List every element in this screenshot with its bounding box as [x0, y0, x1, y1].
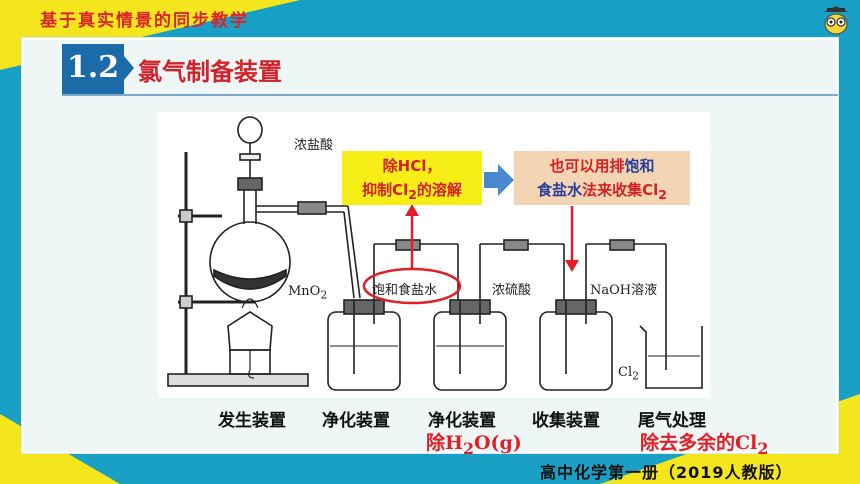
label-naoh: NaOH溶液: [590, 283, 658, 298]
label-remove-cl2: 除去多余的Cl2: [640, 432, 769, 458]
label-remove-h2o: 除H2O(g): [426, 432, 522, 458]
stage-purification-2: 净化装置: [428, 411, 496, 431]
round-flask: [209, 221, 291, 303]
note-collect-method: 也可以用排饱和 食盐水法来收集Cl2: [514, 151, 690, 205]
alcohol-lamp: [227, 311, 273, 351]
apparatus-diagram: [167, 116, 703, 391]
label-brine: 饱和食盐水: [372, 283, 438, 298]
separatory-funnel: [237, 116, 263, 144]
wash-bottle-1: [327, 311, 401, 391]
section-underline: [62, 94, 838, 96]
section-number: 1.2: [66, 50, 120, 85]
collection-bottle: [539, 311, 613, 391]
stand-base: [167, 373, 309, 387]
top-title: 基于真实情景的同步教学: [40, 11, 249, 31]
note-remove-hcl: 除HCl， 抑制Cl2的溶解: [342, 151, 482, 205]
beaker: [639, 325, 703, 389]
section-title: 氯气制备装置: [138, 58, 282, 86]
label-conc-h2so4: 浓硫酸: [492, 283, 532, 298]
stage-generation: 发生装置: [218, 411, 286, 431]
mascot-icon: [824, 6, 848, 35]
stage-collection: 收集装置: [532, 411, 600, 431]
arrow-up-icon: [405, 204, 419, 216]
stage-tail-gas: 尾气处理: [638, 411, 706, 431]
label-conc-hcl: 浓盐酸: [294, 138, 334, 153]
stage-purification-1: 净化装置: [322, 411, 390, 431]
section-tab-arrow: [124, 56, 134, 80]
label-cl2: Cl2: [618, 365, 639, 383]
arrow-right-icon: [484, 164, 514, 196]
label-mno2: MnO2: [288, 284, 328, 302]
section-number-box: [62, 44, 124, 94]
arrow-down-icon: [565, 260, 579, 272]
footer-book: 高中化学第一册（2019人教版）: [540, 463, 793, 482]
wash-bottle-2: [433, 311, 507, 391]
